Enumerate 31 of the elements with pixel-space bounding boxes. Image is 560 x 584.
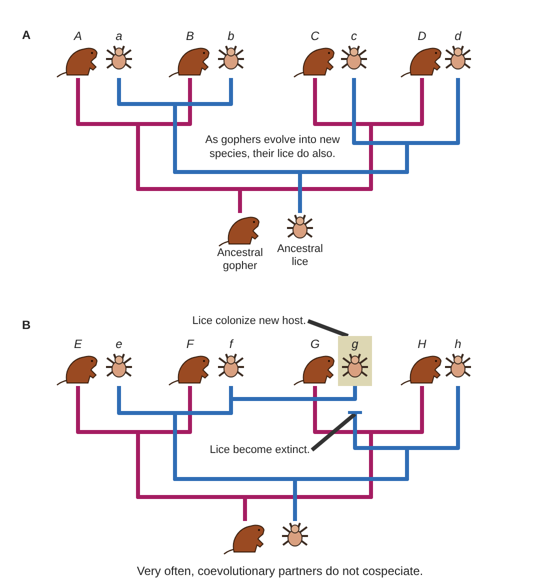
species-label: C xyxy=(310,28,320,44)
caption: Very often, coevolutionary partners do not cospeciate. xyxy=(136,564,424,578)
extinction-bar xyxy=(348,411,362,414)
callout-text: Lice become extinct. xyxy=(180,443,310,457)
species-label: g xyxy=(352,336,358,352)
tree-branch xyxy=(243,386,424,521)
annotation: As gophers evolve into new species, their lice do also. xyxy=(204,133,341,161)
species-label: Ancestral lice xyxy=(276,243,324,269)
species-label: H xyxy=(418,336,426,352)
highlight-box xyxy=(338,336,372,386)
species-label: f xyxy=(229,336,233,352)
species-label: G xyxy=(310,336,320,352)
callout-text: Lice colonize new host. xyxy=(160,314,306,328)
tree-branch xyxy=(298,78,460,213)
species-label: A xyxy=(74,28,82,44)
species-label: B xyxy=(186,28,194,44)
species-label: c xyxy=(351,28,357,44)
species-label: E xyxy=(74,336,82,352)
species-label: D xyxy=(418,28,426,44)
tree-branch xyxy=(307,319,349,338)
panel-label: A xyxy=(22,28,31,42)
species-label: d xyxy=(454,28,462,44)
species-label: Ancestral gopher xyxy=(216,247,264,273)
species-label: b xyxy=(228,28,234,44)
tree-branch xyxy=(238,78,424,213)
species-label: a xyxy=(116,28,122,44)
species-label: e xyxy=(116,336,122,352)
species-label: h xyxy=(454,336,462,352)
species-label: F xyxy=(186,336,194,352)
tree-branch xyxy=(310,412,356,452)
panel-label: B xyxy=(22,318,31,332)
